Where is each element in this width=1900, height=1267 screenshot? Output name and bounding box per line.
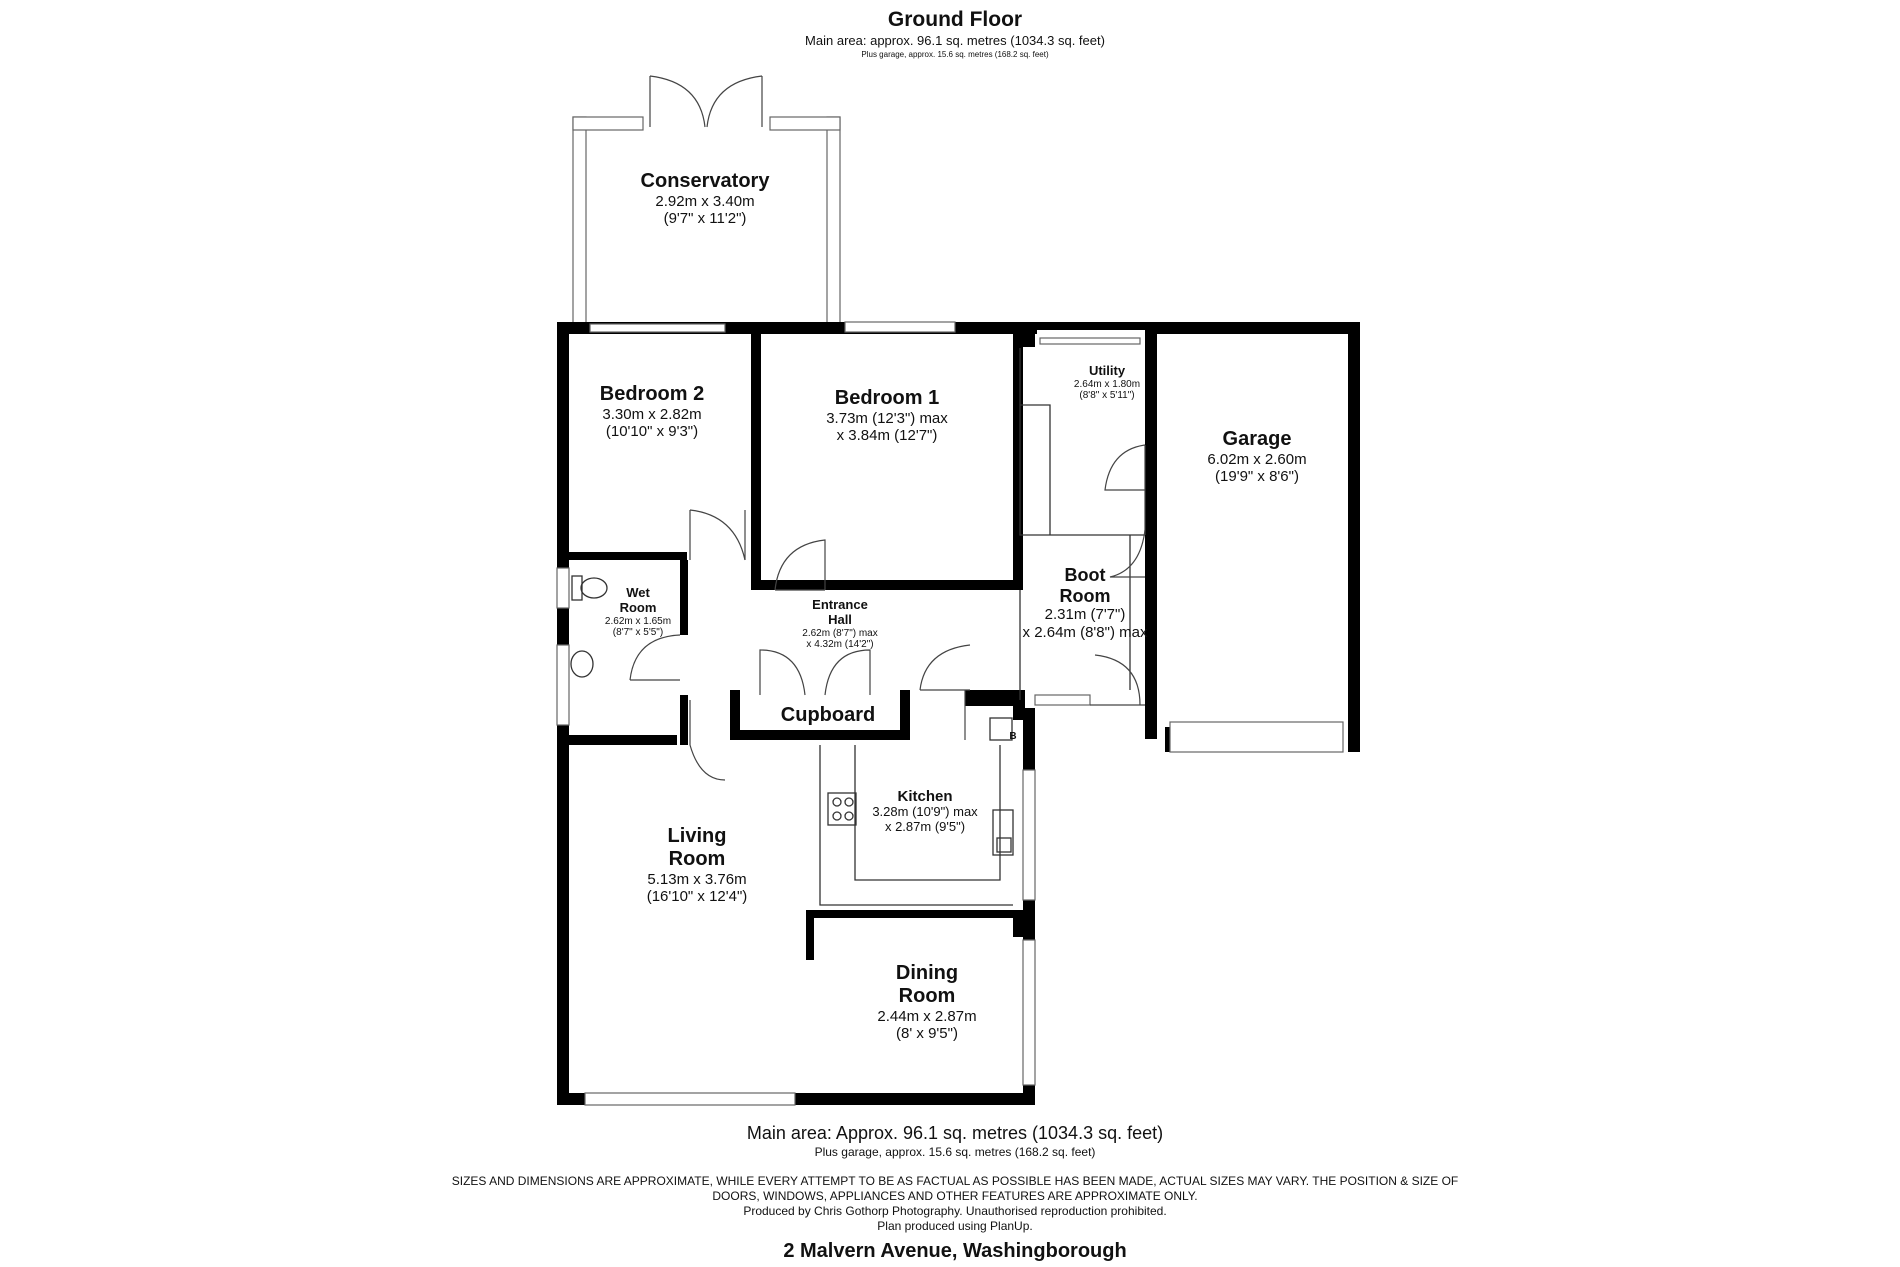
room-utility: Utility 2.64m x 1.80m (8'8" x 5'11")	[1073, 363, 1141, 402]
room-dimension: (9'7" x 11'2")	[663, 210, 747, 228]
room-name: Kitchen	[897, 788, 953, 805]
footer-garage-area: Plus garage, approx. 15.6 sq. metres (16…	[814, 1145, 1096, 1159]
room-bedroom-1: Bedroom 1 3.73m (12'3") max x 3.84m (12'…	[826, 387, 948, 445]
boiler-label: B	[1009, 731, 1017, 742]
room-living-room: Living Room 5.13m x 3.76m (16'10" x 12'4…	[647, 825, 748, 906]
room-dimension: (8'7" x 5'5")	[612, 627, 664, 639]
room-entrance-hall: Entrance Hall 2.62m (8'7") max x 4.32m (…	[802, 597, 878, 651]
room-name: Room	[1059, 585, 1111, 606]
room-dimension: (19'9" x 8'6")	[1215, 468, 1299, 486]
room-name: Hall	[828, 611, 852, 627]
room-dimension: 2.64m x 1.80m	[1073, 378, 1141, 390]
room-bedroom-2: Bedroom 2 3.30m x 2.82m (10'10" x 9'3")	[600, 383, 704, 441]
room-name: Entrance	[812, 597, 868, 612]
disclaimer-line-1: SIZES AND DIMENSIONS ARE APPROXIMATE, WH…	[451, 1174, 1459, 1188]
room-dimension: (16'10" x 12'4")	[646, 888, 748, 906]
room-garage: Garage 6.02m x 2.60m (19'9" x 8'6")	[1207, 428, 1306, 486]
room-dimension: 6.02m x 2.60m	[1207, 451, 1307, 468]
plan-title: Ground Floor	[887, 8, 1023, 31]
room-dimension: 2.62m x 1.65m	[604, 615, 672, 627]
room-wet-room: Wet Room 2.62m x 1.65m (8'7" x 5'5")	[604, 585, 672, 639]
header-garage-area: Plus garage, approx. 15.6 sq. metres (16…	[861, 50, 1049, 59]
room-name: Garage	[1222, 428, 1292, 450]
room-cupboard: Cupboard	[781, 704, 875, 727]
footer-area: Main area: Approx. 96.1 sq. metres (1034…	[746, 1123, 1164, 1143]
room-dimension: x 4.32m (14'2")	[806, 639, 874, 651]
room-dimension: (10'10" x 9'3")	[605, 423, 699, 441]
room-dimension: 3.73m (12'3") max	[826, 410, 948, 427]
producer-credit: Produced by Chris Gothorp Photography. U…	[743, 1204, 1167, 1218]
room-kitchen: Kitchen 3.28m (10'9") max x 2.87m (9'5")	[872, 788, 977, 835]
room-dimension: x 2.87m (9'5")	[884, 819, 966, 835]
room-name: Living	[667, 825, 727, 847]
room-name: Utility	[1088, 363, 1126, 378]
room-name: Bedroom 2	[599, 383, 705, 405]
interior-walls	[557, 330, 1026, 960]
room-boot-room: Boot Room 2.31m (7'7") x 2.64m (8'8") ma…	[1023, 565, 1148, 641]
room-dimension: 5.13m x 3.76m	[647, 871, 747, 888]
room-name: Wet	[626, 585, 650, 600]
room-name: Bedroom 1	[834, 387, 940, 409]
room-dimension: 3.30m x 2.82m	[602, 406, 702, 423]
windows	[556, 321, 1141, 1106]
room-dimension: (8' x 9'5")	[896, 1025, 958, 1043]
property-address: 2 Malvern Avenue, Washingborough	[783, 1240, 1127, 1262]
room-dimension: x 2.64m (8'8") max	[1022, 623, 1148, 641]
room-name: Cupboard	[780, 704, 876, 726]
room-dining-room: Dining Room 2.44m x 2.87m (8' x 9'5")	[877, 962, 976, 1043]
header-area: Main area: approx. 96.1 sq. metres (1034…	[805, 33, 1105, 48]
room-dimension: 2.92m x 3.40m	[655, 193, 755, 210]
disclaimer-line-2: DOORS, WINDOWS, APPLIANCES AND OTHER FEA…	[712, 1189, 1198, 1203]
room-dimension: 2.44m x 2.87m	[877, 1008, 977, 1025]
room-name: Boot	[1064, 565, 1106, 585]
room-dimension: x 3.84m (12'7")	[836, 427, 938, 445]
room-name: Room	[668, 848, 726, 870]
room-dimension: 2.31m (7'7")	[1044, 606, 1126, 624]
room-dimension: 3.28m (10'9") max	[872, 804, 978, 820]
room-conservatory: Conservatory 2.92m x 3.40m (9'7" x 11'2"…	[641, 170, 770, 228]
fixtures	[570, 575, 1014, 856]
conservatory-walls	[572, 75, 841, 331]
partitions	[819, 348, 1145, 906]
room-name: Room	[898, 985, 956, 1007]
garage-walls	[1145, 322, 1360, 753]
room-name: Room	[619, 599, 657, 615]
doors	[629, 444, 1146, 781]
software-credit: Plan produced using PlanUp.	[877, 1219, 1033, 1233]
room-name: Conservatory	[640, 170, 770, 192]
room-name: Dining	[895, 962, 959, 984]
room-dimension: (8'8" x 5'11")	[1079, 390, 1135, 402]
room-dimension: 2.62m (8'7") max	[802, 627, 878, 639]
